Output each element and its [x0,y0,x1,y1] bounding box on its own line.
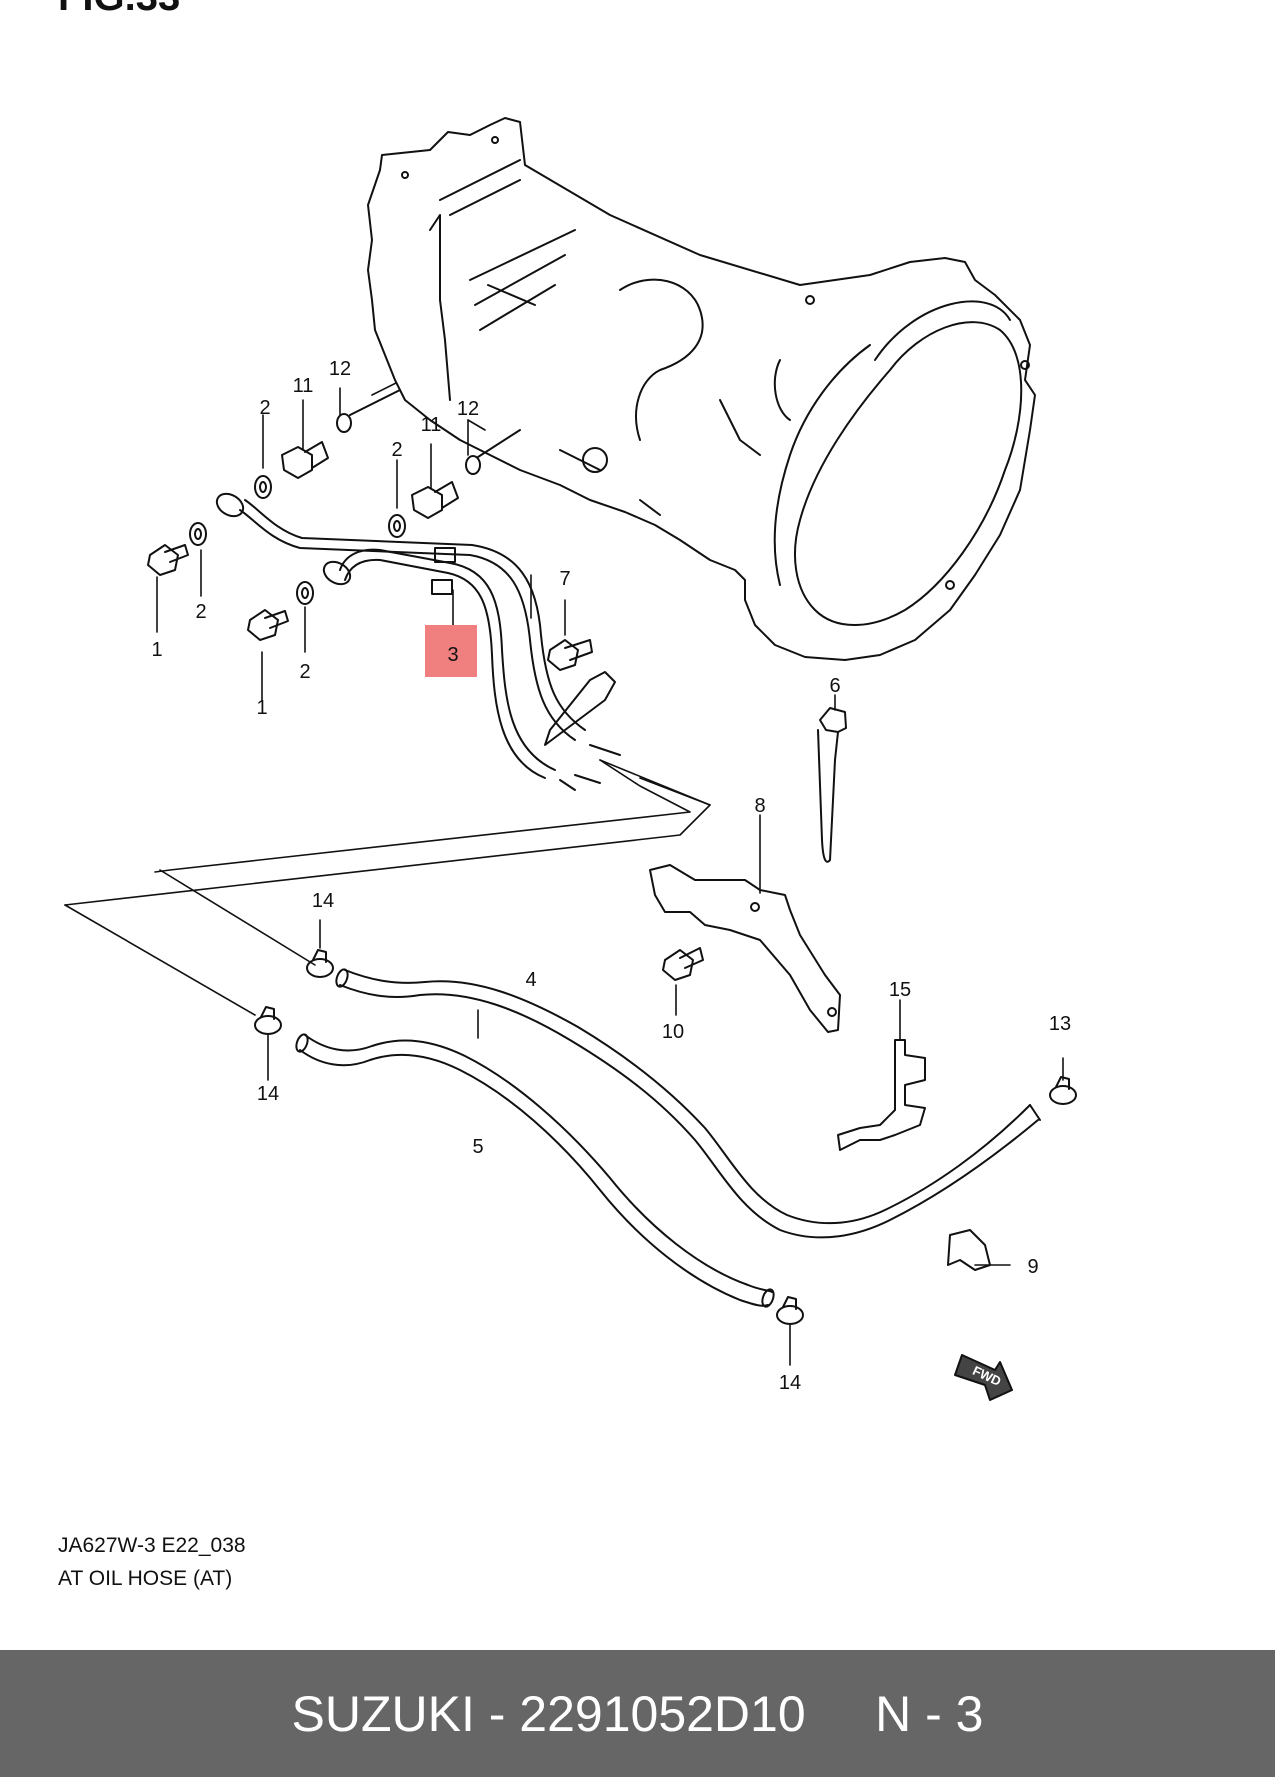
callout-5: 5 [472,1136,483,1158]
callout-1-b: 1 [256,697,267,719]
callout-15: 15 [889,979,911,1001]
callout-9: 9 [1027,1256,1038,1278]
part-3-highlight [425,625,477,677]
callout-14-a: 14 [312,890,334,912]
callout-10: 10 [662,1021,684,1043]
callout-7: 7 [559,568,570,590]
callout-2-d: 2 [391,439,402,461]
callout-12-b: 12 [457,398,479,420]
figure-header: FIG.33 [58,0,180,19]
callout-2-a: 2 [195,601,206,623]
exploded-parts-diagram: FIG.33 [58,0,1077,1401]
hose-clips [254,949,1077,1325]
callout-8: 8 [754,795,765,817]
callout-2-b: 2 [299,661,310,683]
footer-gap [806,1685,875,1743]
callout-12-a: 12 [329,358,351,380]
callout-14-c: 14 [779,1372,801,1394]
clamp-band [817,707,847,863]
fwd-arrow-icon: FWD [954,1354,1013,1401]
leader-lines [156,387,1064,1366]
callout-13: 13 [1049,1013,1071,1035]
oil-pipe-assembly [215,492,621,791]
callout-1-a: 1 [151,639,162,661]
footer-variant: N - 3 [875,1685,984,1742]
callout-3: 3 [447,644,458,666]
callout-6: 6 [829,675,840,697]
footer-brand: SUZUKI [291,1685,475,1742]
transmission-housing [367,117,1036,661]
fasteners [147,389,704,981]
reference-lines [64,382,711,1016]
oil-hoses [295,968,1041,1308]
footer-part-number: 2291052D10 [519,1685,806,1742]
callout-labels: 1 1 2 2 2 2 3 4 5 6 7 8 9 10 11 11 12 12… [151,358,1071,1394]
diagram-code: JA627W-3 E22_038 [58,1534,246,1557]
diagram-title: AT OIL HOSE (AT) [58,1567,233,1590]
callout-14-b: 14 [257,1083,279,1105]
callout-11-a: 11 [293,375,314,397]
callout-11-b: 11 [421,414,442,436]
callout-2-c: 2 [259,397,270,419]
part-footer-bar: SUZUKI - 2291052D10 N - 3 [0,1650,1275,1777]
bracket [649,864,841,1033]
footer-separator: - [474,1685,520,1742]
callout-4: 4 [525,969,536,991]
